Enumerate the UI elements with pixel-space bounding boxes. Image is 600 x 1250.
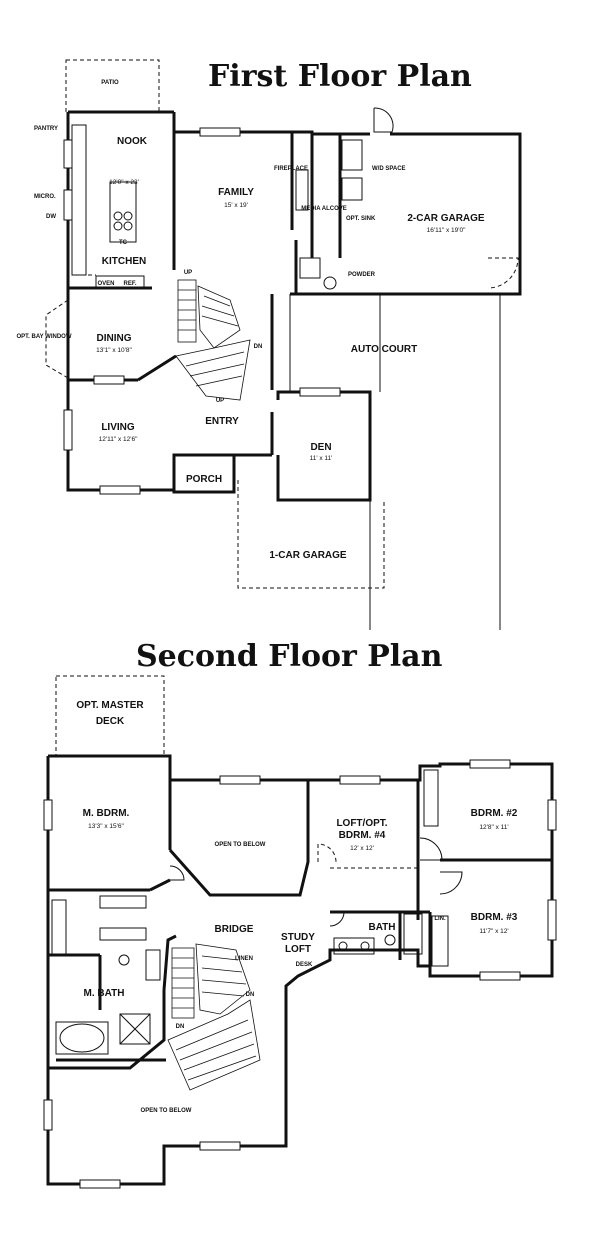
living-dimensions: 12'11" x 12'6"	[99, 436, 138, 443]
linen-label: LINEN	[235, 956, 253, 962]
powder-label: POWDER	[348, 272, 376, 278]
bridge-label: BRIDGE	[215, 924, 254, 935]
m-bdrm-dimensions: 13'3" x 15'6"	[88, 823, 124, 830]
bdrm3-label: BDRM. #3	[471, 912, 518, 923]
garage-fixtures	[295, 107, 519, 290]
up-label-1: UP	[184, 270, 192, 276]
bdrm2-label: BDRM. #2	[471, 808, 518, 819]
den-dimensions: 11' x 11'	[310, 455, 333, 462]
dining-dimensions: 13'1" x 10'8"	[96, 347, 132, 354]
opt-master-deck-label-1: OPT. MASTER	[76, 700, 144, 711]
oven-label: OVEN	[97, 281, 114, 287]
opt-bay-window-label: OPT. BAY WINDOW	[16, 334, 71, 340]
second-floor-stairs	[167, 943, 261, 1091]
den-label: DEN	[310, 442, 331, 453]
nook-dimensions: 12'0" x 23'	[109, 179, 139, 186]
second-floor-walls	[46, 675, 554, 1186]
patio-label: PATIO	[101, 80, 119, 86]
first-floor-windows	[63, 127, 341, 495]
second-floor-title: Second Floor Plan	[136, 639, 443, 674]
tc-label: TC	[119, 240, 128, 246]
study-loft-label-1: STUDY	[281, 932, 315, 943]
m-bath-label: M. BATH	[84, 988, 125, 999]
first-floor-stairs	[175, 279, 251, 401]
lin-label: LIN.	[434, 916, 446, 922]
study-loft-label-2: LOFT	[285, 944, 311, 955]
garage2-dimensions: 16'11" x 19'0"	[427, 227, 466, 234]
pantry-label: PANTRY	[34, 126, 58, 132]
opt-sink-label: OPT. SINK	[346, 216, 376, 222]
second-floor-fixtures	[51, 769, 463, 1055]
up-label-2: UP	[216, 398, 224, 404]
bath-label: BATH	[368, 922, 395, 933]
family-dimensions: 15' x 19'	[224, 202, 248, 209]
opt-master-deck-label-2: DECK	[96, 716, 125, 727]
first-floor-title: First Floor Plan	[208, 59, 472, 94]
garage1-label: 1-CAR GARAGE	[269, 550, 347, 561]
garage2-label: 2-CAR GARAGE	[407, 213, 485, 224]
loft-label-1: LOFT/OPT.	[336, 818, 387, 829]
porch-label: PORCH	[186, 474, 222, 485]
bay-window-outline	[45, 299, 69, 379]
ref-label: REF.	[123, 281, 136, 287]
desk-label: DESK	[296, 962, 313, 968]
entry-label: ENTRY	[205, 416, 239, 427]
kitchen-label: KITCHEN	[102, 256, 146, 267]
kitchen-fixtures	[71, 124, 145, 289]
dw-label: DW	[46, 214, 56, 220]
bdrm2-dimensions: 12'8" x 11'	[479, 824, 508, 831]
m-bdrm-label: M. BDRM.	[83, 808, 130, 819]
dining-label: DINING	[97, 333, 132, 344]
media-alcove-label: MEDIA ALCOVE	[301, 206, 347, 212]
nook-label: NOOK	[117, 136, 148, 147]
dn-label-1: DN	[246, 992, 255, 998]
open-below-top-label: OPEN TO BELOW	[215, 842, 266, 848]
family-label: FAMILY	[218, 187, 254, 198]
dn-label: DN	[254, 344, 263, 350]
open-below-bottom-label: OPEN TO BELOW	[141, 1108, 192, 1114]
loft-dimensions: 12' x 12'	[350, 845, 374, 852]
micro-label: MICRO.	[34, 194, 56, 200]
loft-label-2: BDRM. #4	[339, 830, 386, 841]
wd-space-label: W/D SPACE	[372, 166, 406, 172]
second-floor-windows	[43, 759, 557, 1189]
auto-court-label: AUTO COURT	[351, 344, 417, 355]
patio-outline	[65, 59, 160, 113]
bdrm3-dimensions: 11'7" x 12'	[479, 928, 508, 935]
living-label: LIVING	[101, 422, 135, 433]
fireplace-label: FIREPLACE	[274, 166, 308, 172]
dn-label-2: DN	[176, 1024, 185, 1030]
